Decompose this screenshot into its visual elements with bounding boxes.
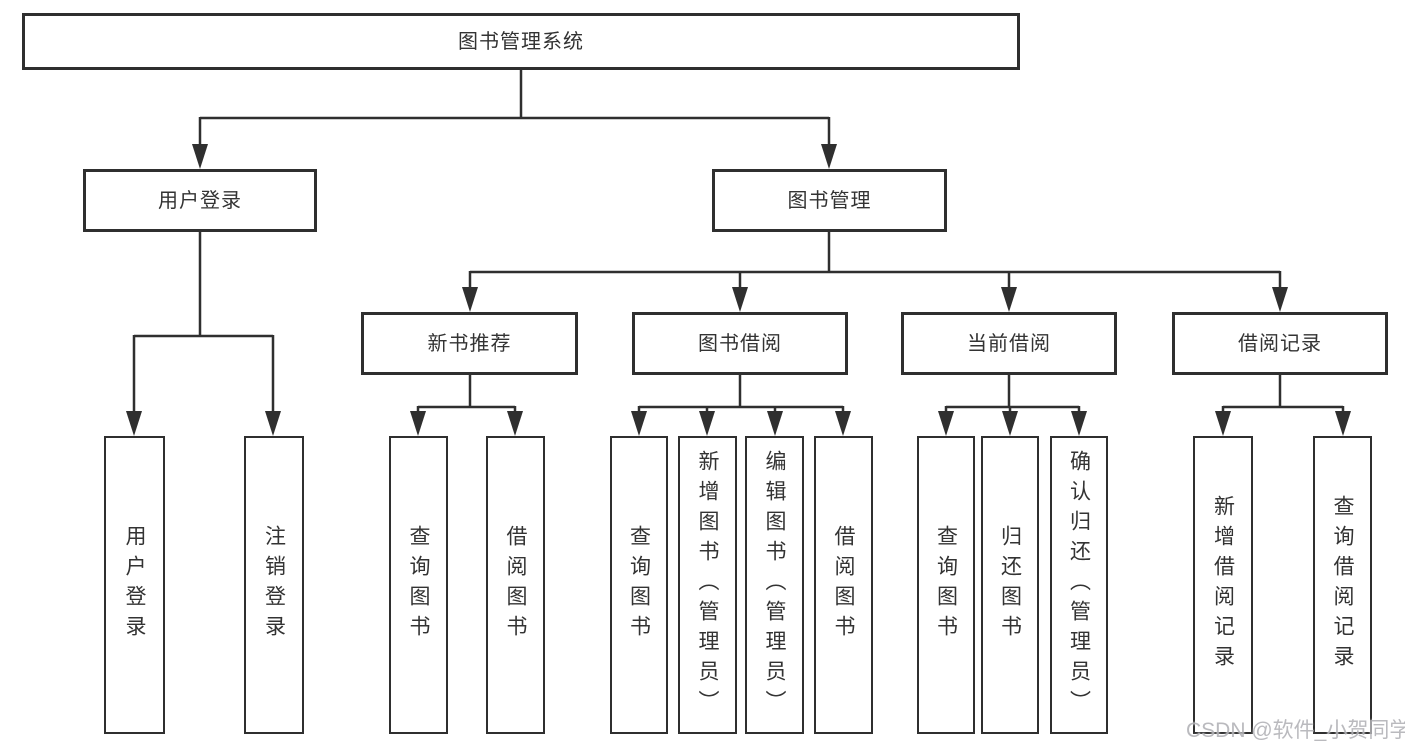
node-book-management: 图书管理: [712, 169, 947, 232]
leaf-borrow-book: 借阅图书: [814, 436, 873, 734]
connector-root-to-level2: [192, 69, 837, 169]
leaf-borrow-book-label: 借阅图书: [832, 525, 855, 645]
leaf-query-borrow-record: 查询借阅记录: [1313, 436, 1372, 734]
leaf-user-login-label: 用户登录: [123, 525, 146, 645]
leaf-logout-label: 注销登录: [262, 525, 286, 645]
node-new-book-recommend-label: 新书推荐: [427, 332, 512, 355]
leaf-query-book-borrow: 查询图书: [610, 436, 668, 734]
node-borrow-records: 借阅记录: [1172, 312, 1388, 375]
leaf-return-book: 归还图书: [981, 436, 1039, 734]
leaf-query-book-current: 查询图书: [917, 436, 975, 734]
node-borrow-records-label: 借阅记录: [1238, 332, 1322, 355]
node-new-book-recommend: 新书推荐: [361, 312, 578, 375]
leaf-query-book-current-label: 查询图书: [934, 525, 958, 645]
leaf-confirm-return-admin: 确认归还（管理员）: [1050, 436, 1108, 734]
leaf-query-book-borrow-label: 查询图书: [627, 525, 651, 645]
node-book-management-label: 图书管理: [787, 189, 872, 212]
connector-borrowrecords-to-leaves: [1215, 375, 1351, 436]
leaf-borrow-book-recommend: 借阅图书: [486, 436, 545, 734]
node-root-label: 图书管理系统: [458, 30, 584, 53]
leaf-add-borrow-record-label: 新增借阅记录: [1211, 495, 1235, 675]
node-root-system: 图书管理系统: [22, 13, 1020, 70]
leaf-query-book-recommend-label: 查询图书: [407, 525, 430, 645]
connector-userlogin-to-leaves: [126, 232, 281, 436]
connector-bookmgmt-to-level3: [462, 232, 1288, 312]
leaf-return-book-label: 归还图书: [998, 525, 1022, 645]
leaf-add-borrow-record: 新增借阅记录: [1193, 436, 1253, 734]
node-book-borrow-label: 图书借阅: [698, 332, 782, 355]
leaf-borrow-book-recommend-label: 借阅图书: [504, 525, 527, 645]
node-current-borrow: 当前借阅: [901, 312, 1117, 375]
leaf-add-book-admin-label: 新增图书（管理员）: [696, 450, 719, 720]
leaf-confirm-return-admin-label: 确认归还（管理员）: [1067, 450, 1091, 720]
connector-newbook-to-leaves: [410, 375, 523, 436]
leaf-user-login: 用户登录: [104, 436, 165, 734]
connector-currentborrow-to-leaves: [938, 375, 1087, 436]
leaf-edit-book-admin-label: 编辑图书（管理员）: [763, 450, 786, 720]
node-user-login: 用户登录: [83, 169, 317, 232]
leaf-edit-book-admin: 编辑图书（管理员）: [745, 436, 804, 734]
node-book-borrow: 图书借阅: [632, 312, 848, 375]
connector-bookborrow-to-leaves: [631, 375, 851, 436]
node-current-borrow-label: 当前借阅: [967, 332, 1051, 355]
leaf-logout: 注销登录: [244, 436, 304, 734]
leaf-query-borrow-record-label: 查询借阅记录: [1331, 495, 1354, 675]
leaf-query-book-recommend: 查询图书: [389, 436, 448, 734]
csdn-watermark: CSDN @软件_小贺同学: [1186, 719, 1405, 742]
node-user-login-label: 用户登录: [158, 189, 242, 212]
leaf-add-book-admin: 新增图书（管理员）: [678, 436, 737, 734]
